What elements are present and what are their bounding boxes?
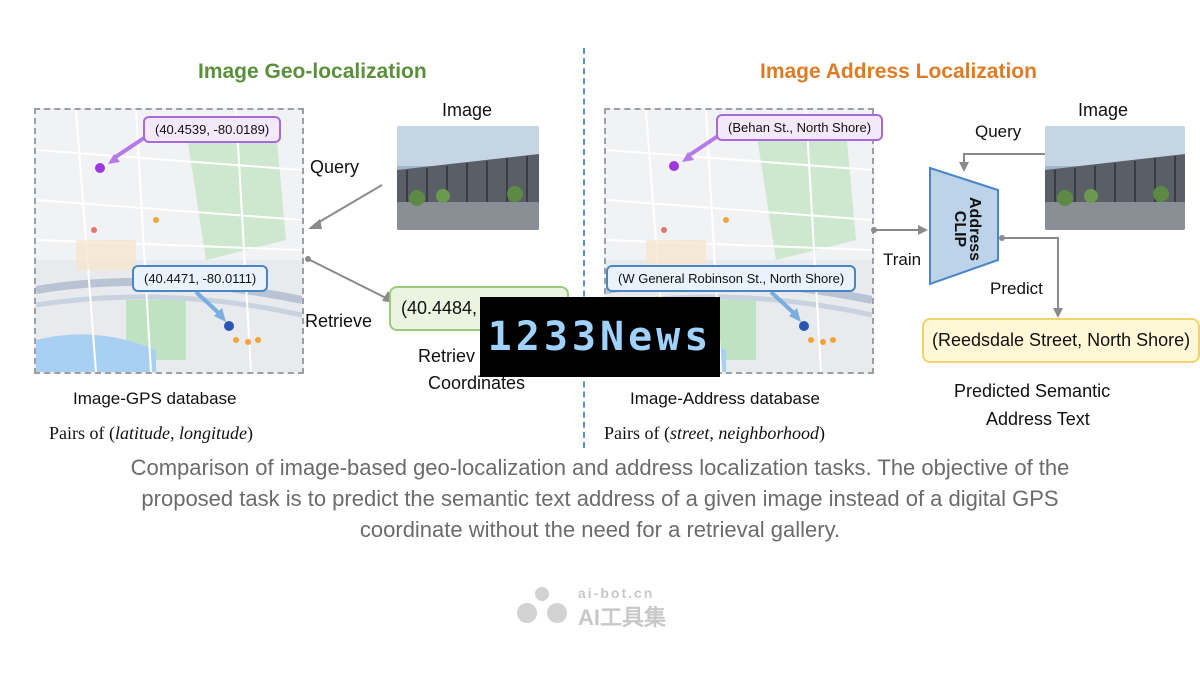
predict-label: Predict [990,279,1043,298]
gps-callout-top: (40.4539, -80.0189) [143,116,282,143]
predicted-address-box: (Reedsdale Street, North Shore) [922,318,1200,363]
address-callout-top: (Behan St., North Shore) [716,114,884,141]
left-flow-arrows [305,184,396,303]
train-label: Train [883,250,922,269]
left-title: Image Geo-localization [198,60,427,83]
address-database-label: Image-Address database [630,389,820,408]
retrieve-label: Retrieve [305,311,373,331]
predicted-label-line1: Predicted Semantic [954,381,1111,401]
address-clip-label: Address CLIP [951,196,983,262]
left-query-label: Query [310,157,360,177]
left-query-photo [397,126,539,230]
watermark-logo-icon [517,587,567,623]
right-query-label: Query [975,122,1022,141]
gps-database-label: Image-GPS database [73,389,237,408]
right-image-label: Image [1078,100,1129,120]
section-divider [583,48,585,448]
news-logo-overlay: 1233News [480,297,720,377]
figure-caption: Comparison of image-based geo-localizati… [130,455,1070,542]
gps-database-map [34,108,304,374]
predicted-label-line2: Address Text [986,409,1090,429]
address-pairs-label: Pairs of (street, neighborhood) [604,423,825,443]
address-clip-model [929,166,999,286]
watermark-site: ai-bot.cn [578,585,655,601]
right-title: Image Address Localization [760,60,1037,83]
address-callout-bottom: (W General Robinson St., North Shore) [606,265,857,292]
gps-pairs-label: Pairs of (latitude, longitude) [49,423,253,443]
retrieved-coordinate-box: (40.4484, - [389,286,569,331]
left-image-label: Image [442,100,493,120]
retrieved-label-line2: Coordinates [428,373,526,393]
watermark-name: AI工具集 [578,605,667,630]
right-query-photo [1045,126,1185,230]
retrieved-label-line1: Retriev [418,346,476,366]
right-flow-diagram [871,153,1063,318]
gps-callout-bottom: (40.4471, -80.0111) [132,265,269,292]
